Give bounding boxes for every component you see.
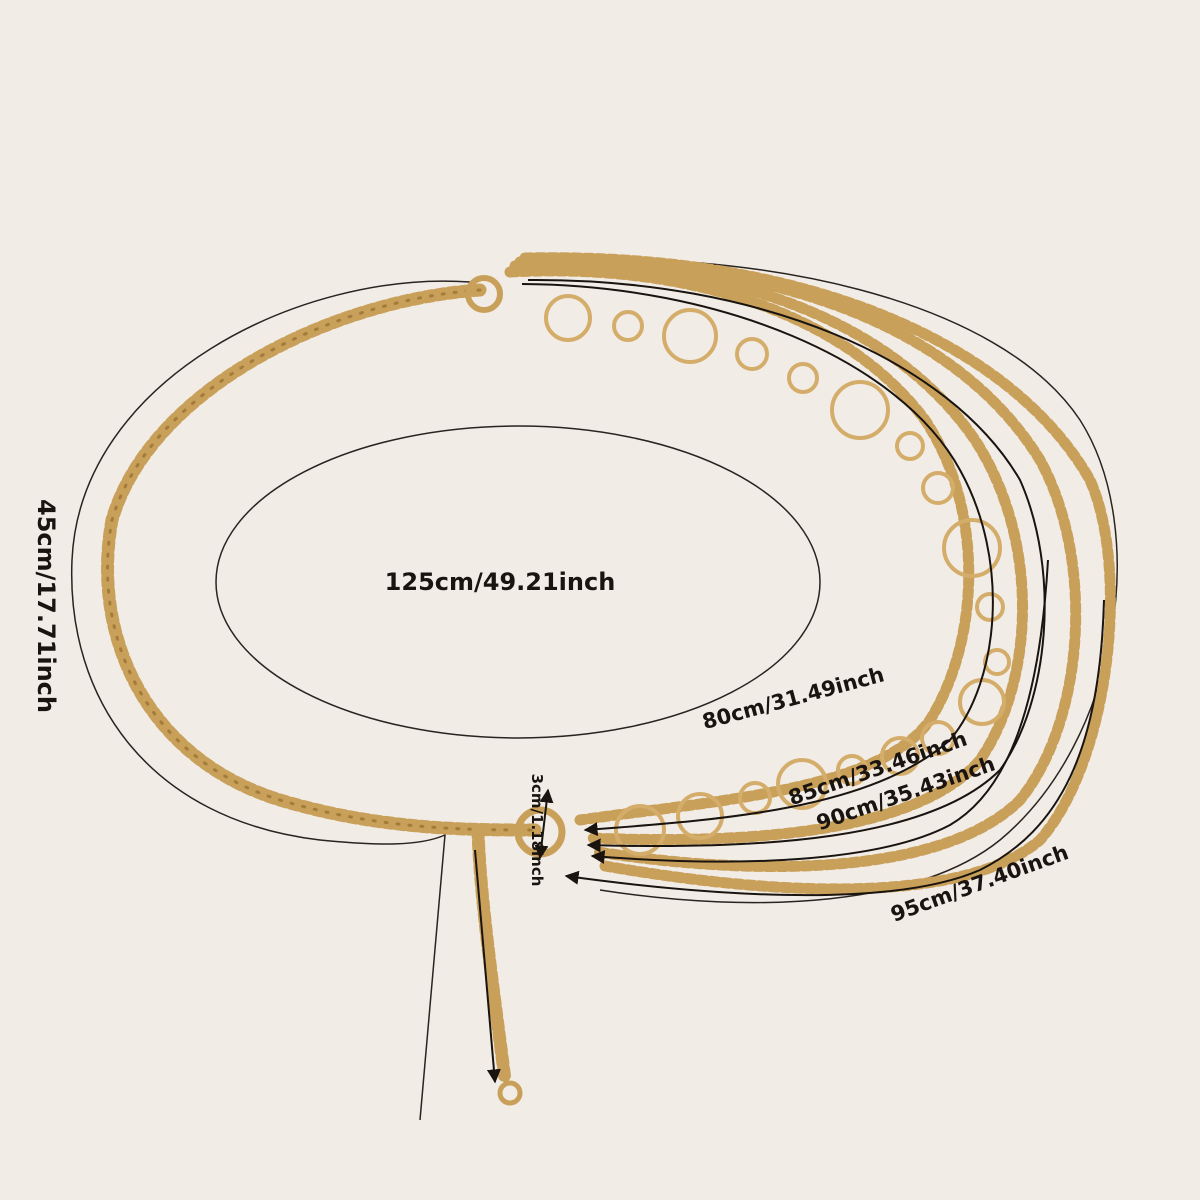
layered-strands (504, 252, 1116, 895)
main-chain (101, 283, 542, 1087)
circumference-label: 125cm/49.21inch (385, 568, 616, 596)
top-guide-line (514, 258, 1118, 904)
strand-measure-lines (474, 278, 1105, 1084)
tail-end-ring (497, 1080, 523, 1106)
ring-link-strand (544, 294, 1011, 856)
top-connector-ring (465, 275, 503, 313)
tail-length-label: 45cm/17.71inch (32, 499, 60, 713)
strand-80-label: 80cm/31.49inch (700, 662, 887, 734)
inner-circumference-oval (215, 425, 821, 739)
outer-guide-line (70, 280, 471, 1121)
ring-size-label: 3cm/1.18inch (528, 774, 546, 887)
